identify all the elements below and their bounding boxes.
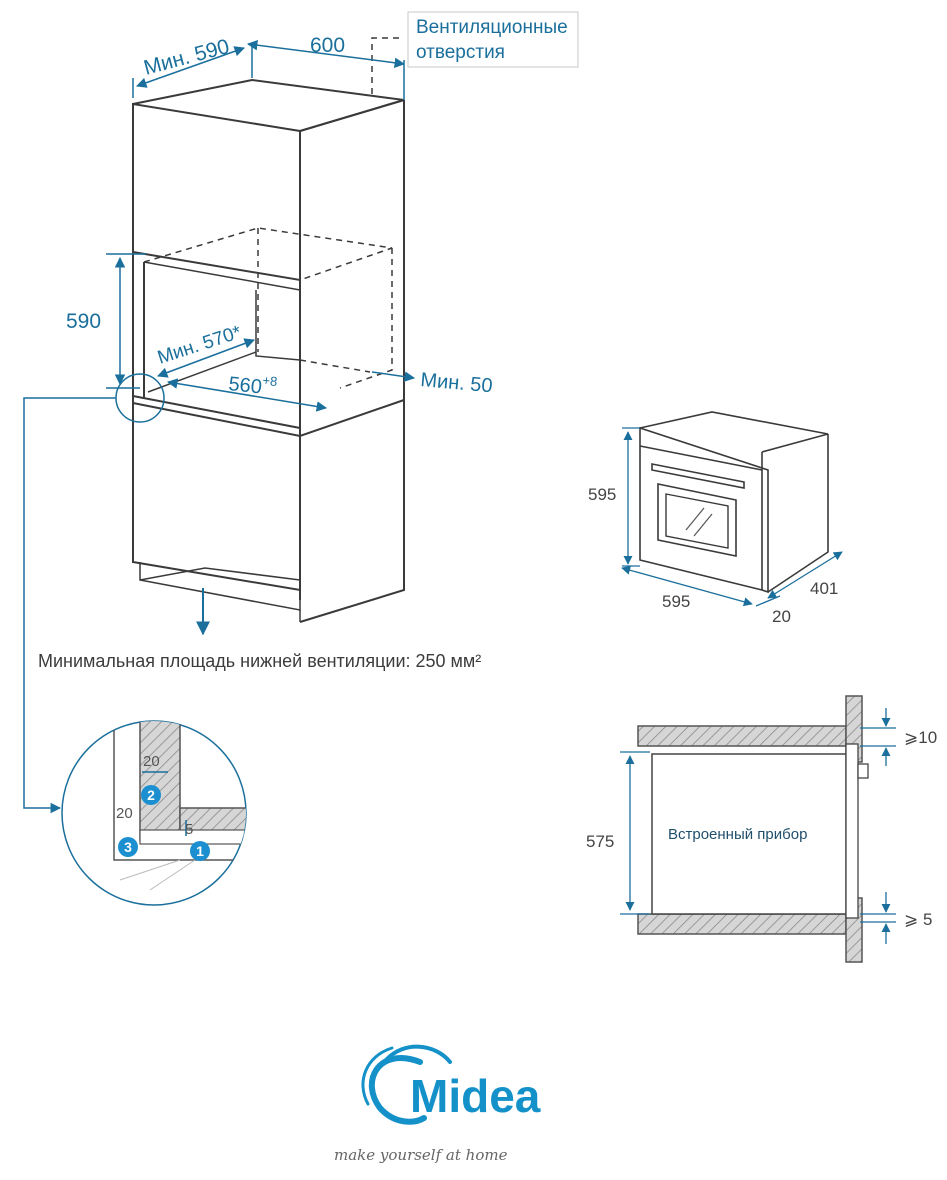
gap-top: ⩾10 [904, 728, 937, 747]
marker-2-label: 2 [147, 787, 155, 803]
vent-label-line1: Вентиляционные [416, 17, 568, 38]
dim-560-label: 560 [227, 373, 262, 398]
marker-1 [190, 841, 210, 861]
dim-600-label: 600 [310, 34, 345, 57]
detail-20-left: 20 [116, 805, 133, 822]
oven-door: 20 [772, 607, 791, 626]
vent-label-box [407, 11, 579, 68]
section-drawing [637, 695, 869, 963]
section-height: 575 [586, 832, 614, 851]
midea-logo: Midea make yourself at home [334, 1044, 541, 1164]
detail-20-top: 20 [143, 753, 160, 770]
oven-depth: 401 [810, 579, 838, 598]
dim-560-tolerance: +8 [262, 373, 278, 389]
marker-1-label: 1 [196, 843, 204, 859]
dim-560-group: 560+8 [227, 369, 278, 400]
bottom-vent-caption: Минимальная площадь нижней вентиляции: 2… [38, 651, 481, 671]
cabinet-drawing [132, 37, 405, 636]
oven-dimensions [621, 427, 843, 607]
corner-detail [61, 720, 247, 906]
dim-min-50-label: Мин. 50 [420, 369, 494, 397]
logo-tagline: make yourself at home [334, 1146, 508, 1164]
oven-drawing [639, 411, 829, 594]
detail-5: 5 [185, 821, 193, 838]
gap-bottom: ⩾ 5 [904, 910, 932, 929]
marker-2 [141, 785, 161, 805]
logo-wordmark: Midea [410, 1070, 541, 1122]
dim-590-label: 590 [66, 310, 101, 333]
cabinet-dimensions [23, 39, 416, 814]
marker-3 [118, 837, 138, 857]
oven-width: 595 [662, 592, 690, 611]
vent-label-line2: отверстия [416, 42, 505, 63]
dim-min-590-label: Мин. 590 [141, 35, 232, 80]
appliance-label: Встроенный прибор [668, 826, 807, 843]
section-dimensions [620, 708, 896, 944]
oven-height: 595 [588, 485, 616, 504]
marker-3-label: 3 [124, 839, 132, 855]
